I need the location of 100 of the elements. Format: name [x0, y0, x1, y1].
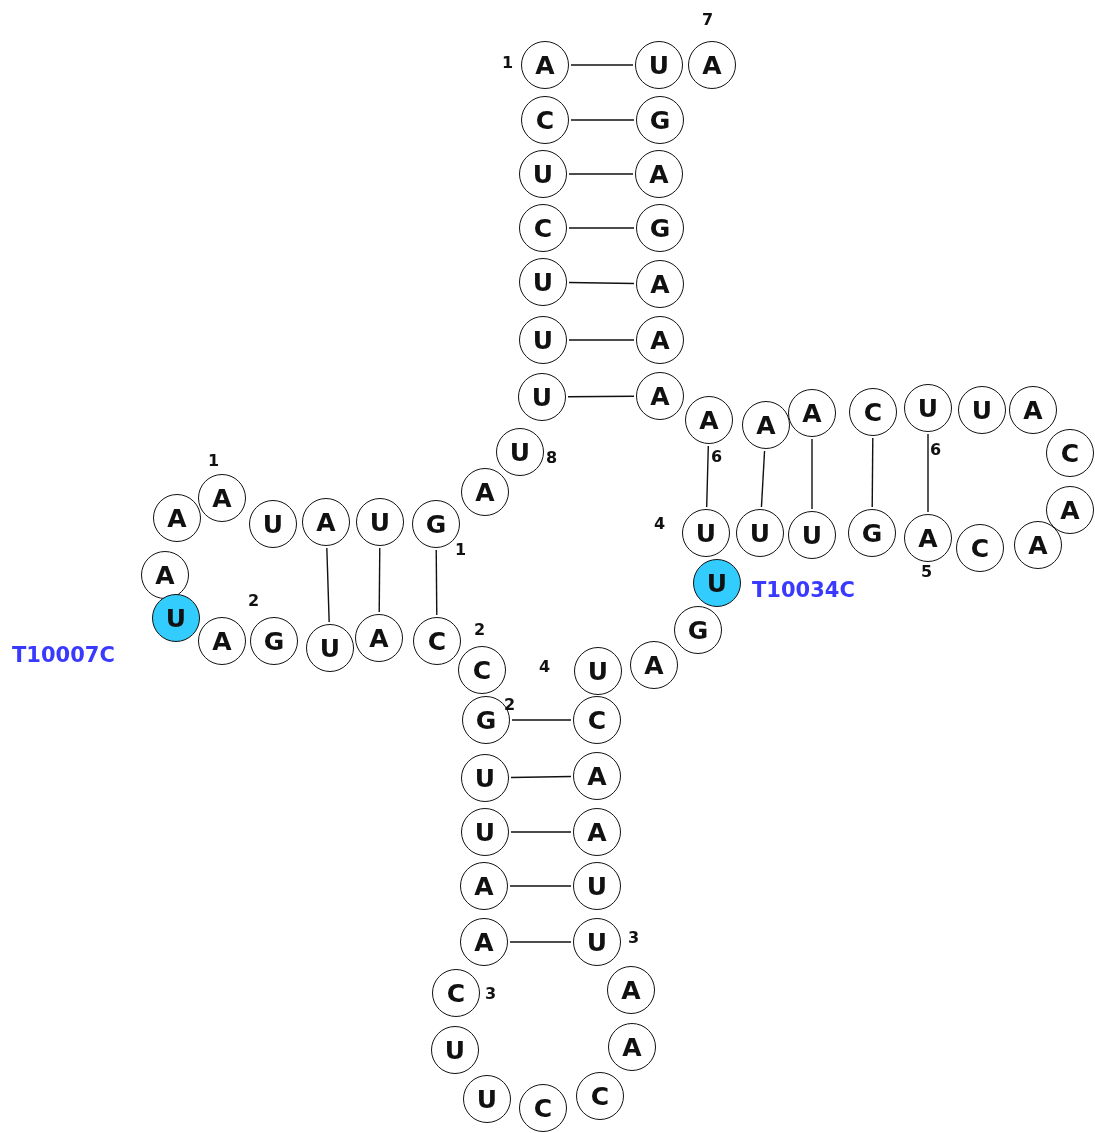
nucleotide-circle: C — [458, 646, 506, 694]
nucleotide-circle: A — [153, 494, 201, 542]
nucleotide-circle: A — [636, 260, 684, 308]
nucleotide-circle: A — [688, 41, 736, 89]
nucleotide-circle: A — [460, 918, 508, 966]
nucleotide-circle: U — [635, 41, 683, 89]
nucleotide-circle: A — [198, 474, 246, 522]
nucleotide-circle: C — [413, 617, 461, 665]
nucleotide-circle: C — [573, 696, 621, 744]
nucleotide-circle: A — [630, 641, 678, 689]
base-pair-line — [510, 775, 572, 779]
nucleotide-circle: A — [607, 966, 655, 1014]
position-number: 6 — [930, 442, 942, 458]
nucleotide-circle: U — [306, 624, 354, 672]
position-number: 6 — [711, 449, 723, 465]
nucleotide-circle: C — [956, 524, 1004, 572]
nucleotide-circle: A — [355, 614, 403, 662]
nucleotide-circle: A — [1046, 486, 1094, 534]
position-number: 2 — [474, 622, 486, 638]
nucleotide-circle: A — [460, 862, 508, 910]
nucleotide-circle: A — [685, 396, 733, 444]
nucleotide-circle: G — [636, 204, 684, 252]
base-pair-line — [570, 64, 634, 66]
nucleotide-circle: A — [742, 401, 790, 449]
nucleotide-circle: C — [519, 204, 567, 252]
position-number: 1 — [502, 55, 514, 71]
base-pair-line — [326, 547, 330, 623]
mutation-label: T10034C — [752, 580, 855, 601]
nucleotide-circle: A — [573, 808, 621, 856]
base-pair-line — [509, 941, 572, 943]
nucleotide-circle: U — [736, 509, 784, 557]
nucleotide-circle: U — [904, 384, 952, 432]
position-number: 1 — [208, 453, 220, 469]
nucleotide-circle: A — [608, 1023, 656, 1071]
nucleotide-circle: A — [635, 150, 683, 198]
nucleotide-circle: A — [521, 41, 569, 89]
nucleotide-circle: G — [848, 509, 896, 557]
base-pair-line — [568, 281, 635, 285]
nucleotide-circle: A — [788, 389, 836, 437]
nucleotide-circle: A — [461, 468, 509, 516]
nucleotide-circle: G — [674, 606, 722, 654]
nucleotide-circle: U — [249, 500, 297, 548]
nucleotide-circle: U — [519, 150, 567, 198]
nucleotide-circle: A — [198, 617, 246, 665]
nucleotide-circle: A — [904, 514, 952, 562]
base-pair-line — [511, 719, 572, 721]
position-number: 5 — [921, 564, 933, 580]
nucleotide-circle: A — [1014, 521, 1062, 569]
position-number: 3 — [628, 930, 640, 946]
nucleotide-circle: U — [518, 373, 566, 421]
base-pair-line — [811, 438, 813, 510]
nucleotide-circle: U — [682, 509, 730, 557]
position-number: 4 — [539, 659, 551, 675]
nucleotide-circle: U — [519, 316, 567, 364]
base-pair-line — [510, 831, 572, 833]
base-pair-line — [568, 227, 635, 229]
nucleotide-circle: U — [356, 498, 404, 546]
nucleotide-circle: U — [463, 1075, 511, 1123]
nucleotide-circle: G — [636, 96, 684, 144]
base-pair-line — [509, 885, 572, 887]
base-pair-line — [378, 547, 381, 613]
nucleotide-circle: U — [788, 511, 836, 559]
nucleotide-circle: U — [496, 428, 544, 476]
position-number: 4 — [654, 516, 666, 532]
nucleotide-circle: U — [152, 594, 200, 642]
nucleotide-circle: U — [573, 862, 621, 910]
base-pair-line — [568, 339, 635, 341]
mutation-label: T10007C — [12, 645, 115, 666]
position-number: 3 — [485, 986, 497, 1002]
nucleotide-circle: A — [302, 498, 350, 546]
nucleotide-circle: U — [461, 808, 509, 856]
nucleotide-circle: A — [573, 752, 621, 800]
nucleotide-circle: A — [636, 316, 684, 364]
nucleotide-circle: C — [521, 96, 569, 144]
position-number: 2 — [248, 593, 260, 609]
nucleotide-circle: G — [250, 617, 298, 665]
base-pair-line — [570, 119, 635, 121]
base-pair-line — [760, 450, 766, 508]
nucleotide-circle: U — [573, 918, 621, 966]
nucleotide-circle: U — [461, 754, 509, 802]
nucleotide-circle: U — [574, 647, 622, 695]
nucleotide-circle: A — [141, 551, 189, 599]
base-pair-line — [568, 173, 634, 175]
nucleotide-circle: U — [958, 386, 1006, 434]
nucleotide-circle: C — [576, 1072, 624, 1120]
base-pair-line — [871, 437, 874, 508]
nucleotide-circle: C — [432, 969, 480, 1017]
nucleotide-circle: A — [636, 372, 684, 420]
nucleotide-circle: C — [1046, 429, 1094, 477]
nucleotide-circle: C — [849, 388, 897, 436]
nucleotide-circle: U — [693, 559, 741, 607]
base-pair-line — [435, 549, 438, 616]
base-pair-line — [927, 433, 929, 513]
nucleotide-circle: U — [431, 1026, 479, 1074]
base-pair-line — [706, 445, 709, 508]
nucleotide-circle: U — [519, 258, 567, 306]
position-number: 8 — [546, 450, 558, 466]
nucleotide-circle: C — [519, 1084, 567, 1132]
position-number: 7 — [702, 12, 714, 28]
nucleotide-circle: A — [1009, 386, 1057, 434]
